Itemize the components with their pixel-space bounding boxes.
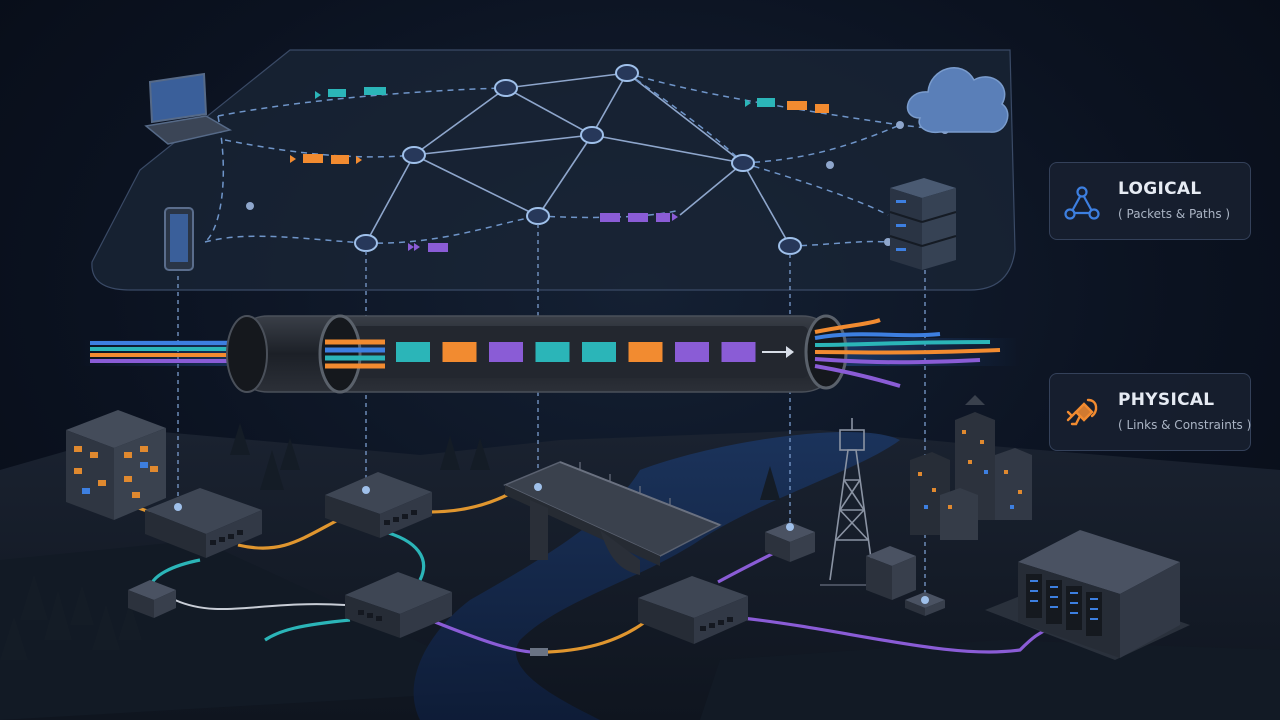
equipment-cabinet-icon [866,546,916,600]
phone-icon [164,207,194,271]
legend-physical-title: PHYSICAL [1118,390,1215,410]
logical-dashed-paths [204,72,946,247]
cable-packet-purple [489,342,523,362]
laptop-icon [144,72,233,145]
cable-packet-orange [442,342,477,362]
router-node [615,64,639,82]
small-switch-icon [128,580,176,618]
router-node [778,237,802,255]
legend-physical: PHYSICAL ( Links & Constraints ) [1049,373,1251,451]
network-switch-icon [325,472,432,538]
small-switch-icon [765,522,815,562]
logical-nodes [246,64,949,255]
router-node [731,154,755,172]
cable-packet-teal [582,342,616,362]
network-nodes-icon [1064,186,1100,220]
router-node [494,79,518,97]
logical-layer-panel [91,49,1016,291]
path-dot [896,121,904,129]
network-switch-icon [145,488,262,558]
legend-physical-subtitle: ( Links & Constraints ) [1118,418,1252,432]
logical-packets [290,87,829,252]
router-node [580,126,604,144]
router-node [354,234,378,252]
logical-mesh-links [365,72,791,247]
legend-logical-title: LOGICAL [1118,179,1202,199]
cable-packet-purple [675,342,709,362]
path-dot [826,161,834,169]
legend-logical-subtitle: ( Packets & Paths ) [1118,207,1231,221]
office-building-icon [66,410,166,520]
cable-packet-purple [721,342,756,362]
router-node [402,146,426,164]
cable-packets [396,342,756,362]
fiber-cable [80,314,1020,394]
network-switch-icon [638,576,748,644]
ethernet-plug-icon [1066,398,1098,426]
river [413,431,900,720]
cable-packet-teal [535,342,570,362]
data-center-icon [985,530,1190,660]
city-buildings-icon [910,395,1032,540]
legend-logical: LOGICAL ( Packets & Paths ) [1049,162,1251,240]
cable-packet-teal [396,342,430,362]
cable-packet-orange [628,342,663,362]
cloud-icon [906,67,1009,134]
flow-arrow [762,346,794,358]
bridge-icon [503,461,722,575]
router-node [526,207,550,225]
path-dot [246,202,254,210]
network-switch-icon [345,572,452,638]
anchor-dots [174,483,929,604]
server-rack-icon [889,178,957,270]
